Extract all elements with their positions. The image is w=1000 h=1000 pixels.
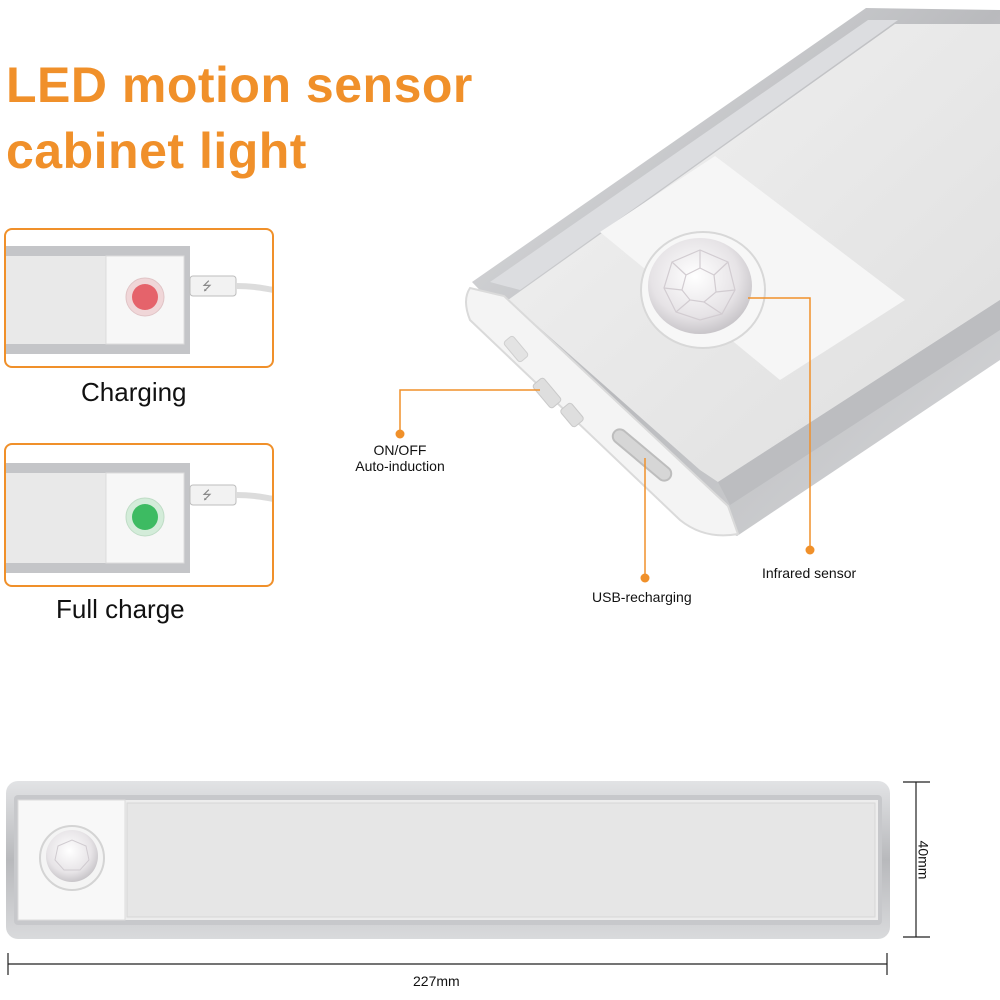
- switch-callout-line2: Auto-induction: [355, 458, 445, 474]
- front-pir-sensor: [39, 825, 105, 891]
- switch-callout: ON/OFF Auto-induction: [330, 442, 470, 474]
- full-charge-illustration: ⭍: [6, 463, 272, 573]
- product-title: LED motion sensor cabinet light: [6, 52, 566, 184]
- usb-plug-icon: [189, 484, 237, 506]
- usb-callout-label: USB-recharging: [592, 589, 692, 605]
- svg-text:⭍: ⭍: [202, 488, 212, 502]
- usb-plug-icon: [189, 275, 237, 297]
- usb-callout-dot: [640, 573, 650, 583]
- full-charge-panel: ⭍: [4, 443, 274, 587]
- charging-illustration: ⭍: [6, 246, 272, 354]
- length-label: 227mm: [413, 973, 460, 989]
- pir-sensor-dome: [640, 231, 766, 349]
- charging-led-icon: [132, 284, 158, 310]
- width-dimension-line: [903, 781, 930, 938]
- product-photo-angled: [465, 8, 1000, 537]
- switch-callout-line1: ON/OFF: [373, 442, 427, 458]
- charging-caption: Charging: [81, 377, 187, 407]
- length-dimension-line: [7, 953, 888, 975]
- charging-panel: ⭍: [4, 228, 274, 368]
- full-charge-led-icon: [132, 504, 158, 530]
- switch-callout-dot: [395, 429, 405, 439]
- full-charge-caption: Full charge: [56, 594, 185, 624]
- usb-port: [611, 428, 673, 482]
- title-line-2: cabinet light: [6, 123, 307, 179]
- product-photo-front: [6, 781, 930, 975]
- title-line-1: LED motion sensor: [6, 57, 473, 113]
- svg-text:⭍: ⭍: [202, 279, 212, 293]
- sensor-callout-label: Infrared sensor: [762, 565, 857, 581]
- width-label: 40mm: [915, 840, 932, 880]
